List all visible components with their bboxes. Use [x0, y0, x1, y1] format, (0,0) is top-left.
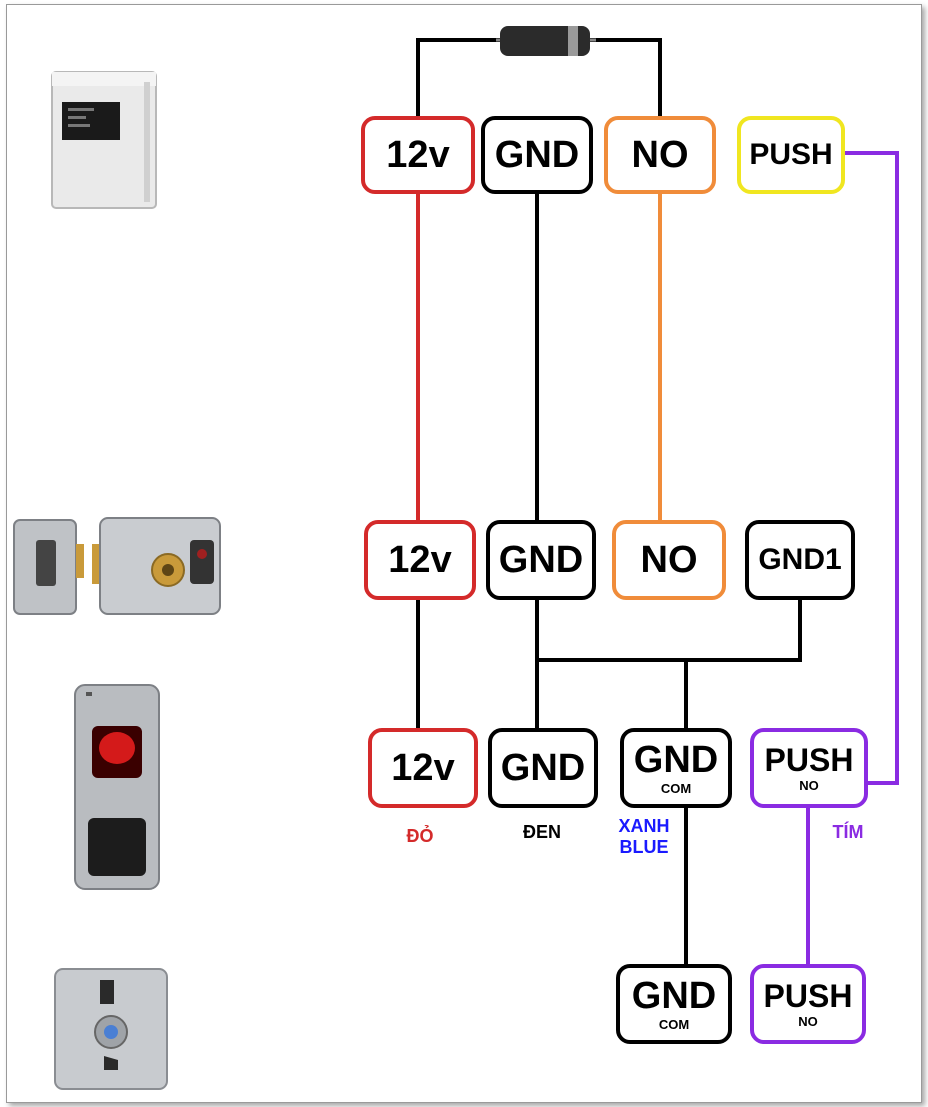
diode-wire — [416, 38, 662, 120]
terminal-label: NO — [640, 539, 698, 581]
reader-gnd-terminal: GND — [488, 728, 598, 808]
terminal-sublabel: COM — [658, 1017, 690, 1032]
terminal-label: PUSH — [749, 138, 833, 171]
diode-icon — [496, 26, 596, 56]
reader-push-no-terminal: PUSH NO — [750, 728, 868, 808]
wire-label-blue: XANH BLUE — [604, 816, 684, 857]
terminal-label: PUSH — [764, 742, 854, 778]
electric-rim-lock-icon — [13, 517, 221, 615]
power-gnd-terminal: GND — [481, 116, 593, 194]
button-gnd-com-terminal: GND COM — [616, 964, 732, 1044]
button-push-no-terminal: PUSH NO — [750, 964, 866, 1044]
wire-label-blue-line1: XANH — [618, 816, 670, 836]
wire-label-purple: TÍM — [832, 822, 864, 842]
terminal-label: GND1 — [758, 543, 842, 576]
lock-no-terminal: NO — [612, 520, 726, 600]
reader-12v-terminal: 12v — [368, 728, 478, 808]
terminal-label: GND — [631, 975, 717, 1017]
exit-push-button-icon — [54, 968, 168, 1090]
reader-gnd-com-terminal: GND COM — [620, 728, 732, 808]
wire-label-blue-line2: BLUE — [619, 836, 669, 857]
lock-gnd1-terminal: GND1 — [745, 520, 855, 600]
gnd-bus-wire — [535, 598, 802, 966]
terminal-label: 12v — [391, 747, 455, 789]
power-12v-terminal: 12v — [361, 116, 475, 194]
lock-gnd-terminal: GND — [486, 520, 596, 600]
terminal-label: PUSH — [763, 978, 853, 1014]
terminal-label: GND — [498, 539, 584, 581]
terminal-sublabel: NO — [798, 1014, 818, 1029]
terminal-label: 12v — [386, 134, 450, 176]
terminal-sublabel: COM — [660, 781, 692, 796]
terminal-sublabel: NO — [799, 778, 819, 793]
terminal-label: GND — [500, 747, 586, 789]
terminal-label: GND — [494, 134, 580, 176]
power-supply-box-icon — [51, 71, 157, 209]
wire-label-black: ĐEN — [522, 822, 561, 842]
terminal-label: 12v — [388, 539, 452, 581]
power-push-terminal: PUSH — [737, 116, 845, 194]
wire-label-red: ĐỎ — [406, 826, 434, 846]
purple-wire-push — [842, 151, 899, 785]
lock-12v-terminal: 12v — [364, 520, 476, 600]
power-no-terminal: NO — [604, 116, 716, 194]
terminal-label: NO — [631, 134, 689, 176]
terminal-label: GND — [633, 739, 719, 781]
fingerprint-reader-icon — [74, 684, 160, 890]
